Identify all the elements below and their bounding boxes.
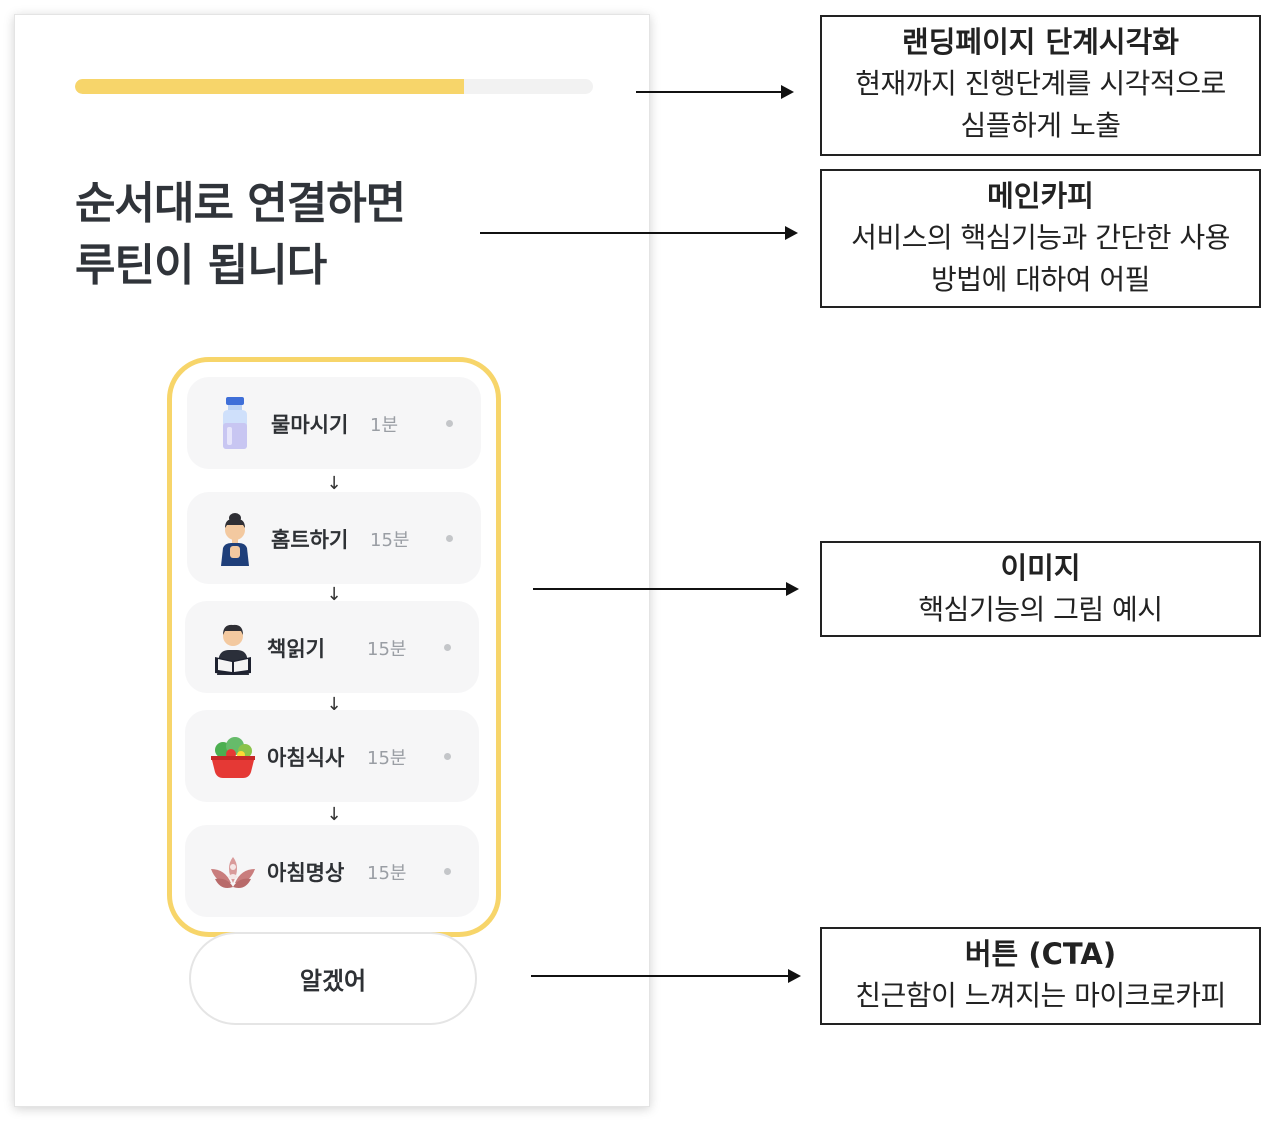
annotation-line: 심플하게 노출 <box>960 109 1121 142</box>
water-bottle-icon <box>223 397 247 449</box>
status-dot <box>444 644 451 651</box>
annotation-title: 메인카피 <box>987 179 1094 213</box>
progress-fill <box>75 79 464 94</box>
routine-illustration: 물마시기 1분 ↓ 홈트하기 15분 ↓ <box>167 357 501 937</box>
phone-screen: 순서대로 연결하면 루틴이 됩니다 물마시기 1분 ↓ <box>14 14 650 1107</box>
routine-duration: 15분 <box>370 530 410 551</box>
annotation-progress: 랜딩페이지 단계시각화 현재까지 진행단계를 시각적으로 심플하게 노출 <box>820 15 1261 156</box>
annotation-title: 랜딩페이지 단계시각화 <box>902 25 1179 59</box>
salad-bowl-icon <box>211 737 255 778</box>
reading-person-icon <box>215 624 251 675</box>
routine-duration: 15분 <box>367 863 407 884</box>
routine-duration: 15분 <box>367 748 407 769</box>
annotation-line: 서비스의 핵심기능과 간단한 사용 <box>851 221 1230 254</box>
headline-line-1: 순서대로 연결하면 <box>75 178 406 229</box>
annotation-description: 서비스의 핵심기능과 간단한 사용 방법에 대하여 어필 <box>822 217 1259 301</box>
status-dot <box>446 535 453 542</box>
routine-name: 홈트하기 <box>271 528 349 552</box>
routine-item: 홈트하기 15분 <box>187 492 481 584</box>
annotation-line: 친근함이 느껴지는 마이크로카피 <box>855 979 1226 1012</box>
routine-name: 아침식사 <box>267 746 345 770</box>
home-workout-person-icon <box>221 513 249 566</box>
annotation-image: 이미지 핵심기능의 그림 예시 <box>820 541 1261 637</box>
cta-button[interactable]: 알겠어 <box>189 932 477 1025</box>
routine-item: 책읽기 15분 <box>185 601 479 693</box>
connector-arrow-1 <box>636 85 794 99</box>
annotation-title: 이미지 <box>1000 551 1081 585</box>
connector-arrow-2 <box>480 226 798 240</box>
status-dot <box>444 868 451 875</box>
meditation-lotus-icon <box>211 857 255 888</box>
annotation-main-copy: 메인카피 서비스의 핵심기능과 간단한 사용 방법에 대하여 어필 <box>820 169 1261 308</box>
routine-name: 아침명상 <box>267 861 345 885</box>
headline-line-2: 루틴이 됩니다 <box>75 240 327 291</box>
routine-duration: 15분 <box>367 639 407 660</box>
flow-arrow-icon: ↓ <box>326 584 342 605</box>
routine-duration: 1분 <box>370 415 399 436</box>
flow-arrow-icon: ↓ <box>326 473 342 494</box>
connector-arrow-4 <box>531 969 801 983</box>
flow-arrow-icon: ↓ <box>326 804 342 825</box>
annotation-description: 친근함이 느껴지는 마이크로카피 <box>822 975 1259 1017</box>
routine-item: 물마시기 1분 <box>187 377 481 469</box>
connector-arrow-3 <box>533 582 799 596</box>
main-headline: 순서대로 연결하면 루틴이 됩니다 <box>75 173 495 297</box>
annotation-line: 방법에 대하여 어필 <box>931 263 1150 296</box>
routine-item: 아침명상 15분 <box>185 825 479 917</box>
status-dot <box>444 753 451 760</box>
annotation-title: 버튼 (CTA) <box>964 937 1117 971</box>
annotation-description: 핵심기능의 그림 예시 <box>822 589 1259 631</box>
status-dot <box>446 420 453 427</box>
annotation-line: 핵심기능의 그림 예시 <box>918 593 1163 626</box>
routine-item: 아침식사 15분 <box>185 710 479 802</box>
annotation-line: 현재까지 진행단계를 시각적으로 <box>855 67 1226 100</box>
flow-arrow-icon: ↓ <box>326 694 342 715</box>
annotation-description: 현재까지 진행단계를 시각적으로 심플하게 노출 <box>822 63 1259 147</box>
routine-name: 책읽기 <box>267 637 325 661</box>
onboarding-progress-bar <box>75 79 593 94</box>
annotation-cta: 버튼 (CTA) 친근함이 느껴지는 마이크로카피 <box>820 927 1261 1025</box>
routine-name: 물마시기 <box>271 413 349 437</box>
